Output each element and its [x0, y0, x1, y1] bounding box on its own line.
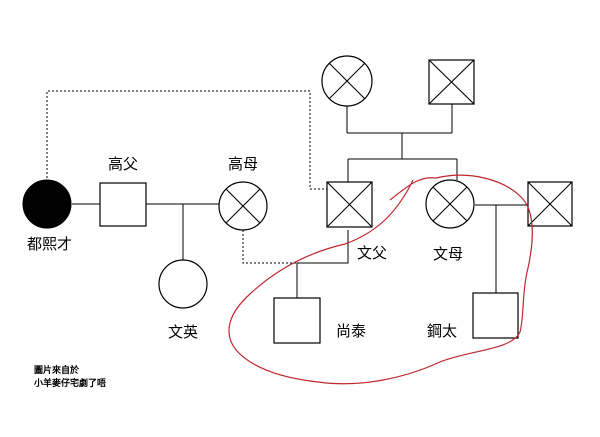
line-mun-father-to-sang-tae: [296, 230, 349, 298]
label-dohi-jae: 都熙才: [27, 235, 72, 253]
credit-line-1: 圖片來自於: [34, 364, 80, 376]
label-mun-mother: 文母: [433, 245, 463, 263]
person-kang-tae: [472, 292, 519, 339]
person-mun-father: [326, 181, 373, 228]
person-grandfather: [428, 59, 475, 105]
person-mun-mother: [425, 179, 475, 229]
person-mun-young: [158, 259, 208, 309]
dotted-link-dohi-to-mun-father: [46, 90, 327, 190]
label-sang-tae: 尚泰: [336, 322, 366, 340]
dashed-link-go-mother: [242, 230, 322, 264]
label-go-father: 高父: [108, 155, 138, 173]
person-dohi-jae: [22, 179, 72, 229]
person-mun-mother-partner: [527, 181, 573, 227]
label-kang-tae: 鋼太: [427, 322, 457, 340]
label-mun-father: 文父: [357, 244, 387, 262]
person-go-father: [99, 182, 147, 227]
red-highlight-outline: [228, 174, 533, 385]
label-mun-young: 文英: [168, 323, 198, 341]
credit-line-2: 小羊麥仔宅劇了唔: [33, 377, 106, 389]
label-go-mother: 高母: [228, 155, 258, 173]
person-go-mother: [218, 181, 268, 231]
person-sang-tae: [273, 297, 321, 344]
person-grandmother: [321, 55, 373, 107]
